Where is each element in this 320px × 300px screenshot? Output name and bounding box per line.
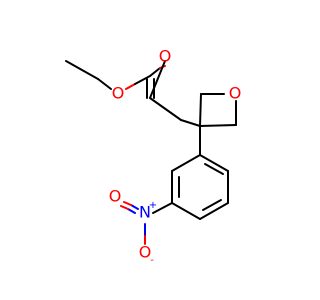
bonds (65, 60, 237, 245)
oxetane-bond-4 (199, 124, 237, 127)
bond-n-o-top-red (123, 201, 132, 206)
bond-ester-carbon (149, 97, 182, 121)
ring-bond-3 (199, 202, 229, 220)
bond-o-c-red (125, 83, 136, 90)
oxygen-ester-label: O (112, 84, 125, 103)
bond-carbonyl-3 (149, 60, 166, 99)
bond-aryl-nitro-n (152, 202, 173, 214)
ring-bond-4 (171, 202, 201, 220)
molecule-canvas: O O O N + O O - (65, 46, 242, 267)
bond-n-o-top-red-2 (120, 205, 129, 210)
bond-c-ch2-black (149, 67, 161, 77)
bond-o-c-black (134, 75, 151, 85)
bond-ch2-quaternary (180, 119, 201, 127)
bond-ch3-ch2 (65, 60, 99, 80)
oxygen-carbonyl-label: O (159, 47, 172, 66)
bond-n-o-top-blue-2 (127, 208, 136, 214)
bond-n-o-top-blue (130, 204, 139, 210)
oxygen-oxetane-label: O (229, 84, 242, 103)
atom-labels: O O O N + O O - (109, 47, 242, 267)
ring-double-1 (204, 163, 224, 175)
ring-double-2 (202, 199, 222, 211)
oxygen-nitro-bottom-label: O (139, 243, 152, 262)
oxygen-nitro-bottom-charge-label: - (150, 255, 154, 266)
ring-bond-1 (199, 154, 229, 172)
ring-bond-6 (171, 154, 201, 172)
structure-diagram: O O O N + O O - (65, 47, 242, 267)
oxetane-bond-1 (199, 93, 202, 127)
bond-ch2-o (97, 78, 112, 90)
oxygen-nitro-top-label: O (109, 187, 122, 206)
nitrogen-label: N (139, 203, 151, 222)
nitrogen-charge-label: + (149, 200, 157, 211)
